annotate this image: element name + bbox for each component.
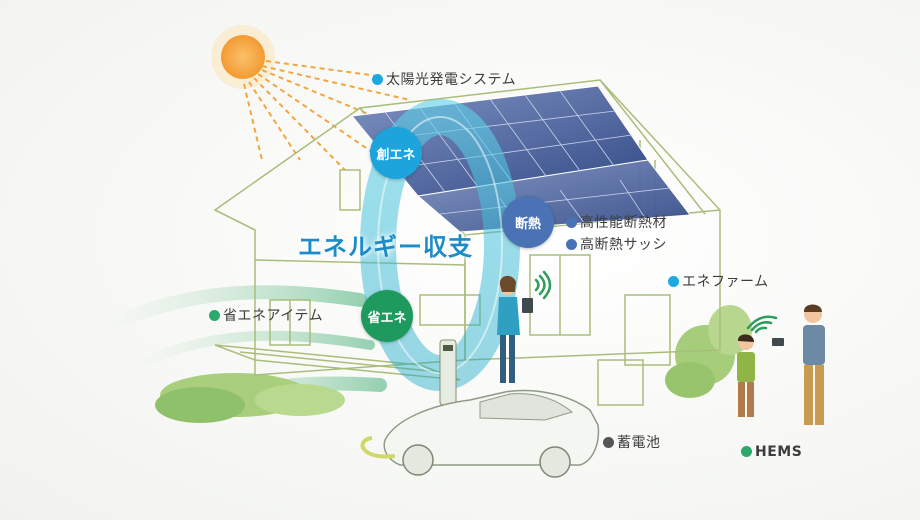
bullet-dot <box>741 446 752 457</box>
battery-unit <box>439 339 457 406</box>
badge-insulation: 断熱 <box>502 196 554 248</box>
bullet-dot <box>603 437 614 448</box>
label-insulated-sash-text: 高断熱サッシ <box>580 237 667 253</box>
label-insulation-material: 高性能断熱材 <box>566 212 667 232</box>
badge-save-energy: 省エネ <box>361 290 413 342</box>
label-ene-farm-text: エネファーム <box>682 274 769 290</box>
headline-energy-balance: エネルギー収支 <box>298 233 473 261</box>
label-insulated-sash: 高断熱サッシ <box>566 234 667 254</box>
badge-save-label: 省エネ <box>367 310 407 326</box>
wifi-signal-icon <box>746 315 778 334</box>
person-woman <box>497 275 533 383</box>
label-battery-text: 蓄電池 <box>617 435 661 451</box>
person-man <box>772 304 825 425</box>
person-child <box>737 334 755 417</box>
label-insulation-material-text: 高性能断熱材 <box>580 215 667 231</box>
label-solar-system: 太陽光発電システム <box>372 69 516 89</box>
label-eco-items-text: 省エネアイテム <box>223 308 324 324</box>
car <box>360 389 600 478</box>
bullet-dot <box>566 217 577 228</box>
badge-create-energy: 創エネ <box>370 127 422 179</box>
bullet-dot <box>372 74 383 85</box>
label-solar-text: 太陽光発電システム <box>386 72 517 88</box>
label-ene-farm: エネファーム <box>668 271 769 291</box>
badge-insulation-label: 断熱 <box>514 216 541 232</box>
badge-create-label: 創エネ <box>376 147 416 163</box>
garden-shrubs <box>155 305 752 423</box>
label-eco-items: 省エネアイテム <box>209 305 323 325</box>
label-hems: HEMS <box>741 444 802 460</box>
label-hems-text: HEMS <box>755 444 803 460</box>
bullet-dot <box>668 276 679 287</box>
wifi-signal-icon <box>534 270 552 300</box>
label-battery: 蓄電池 <box>603 432 661 452</box>
bullet-dot <box>209 310 220 321</box>
bullet-dot <box>566 239 577 250</box>
